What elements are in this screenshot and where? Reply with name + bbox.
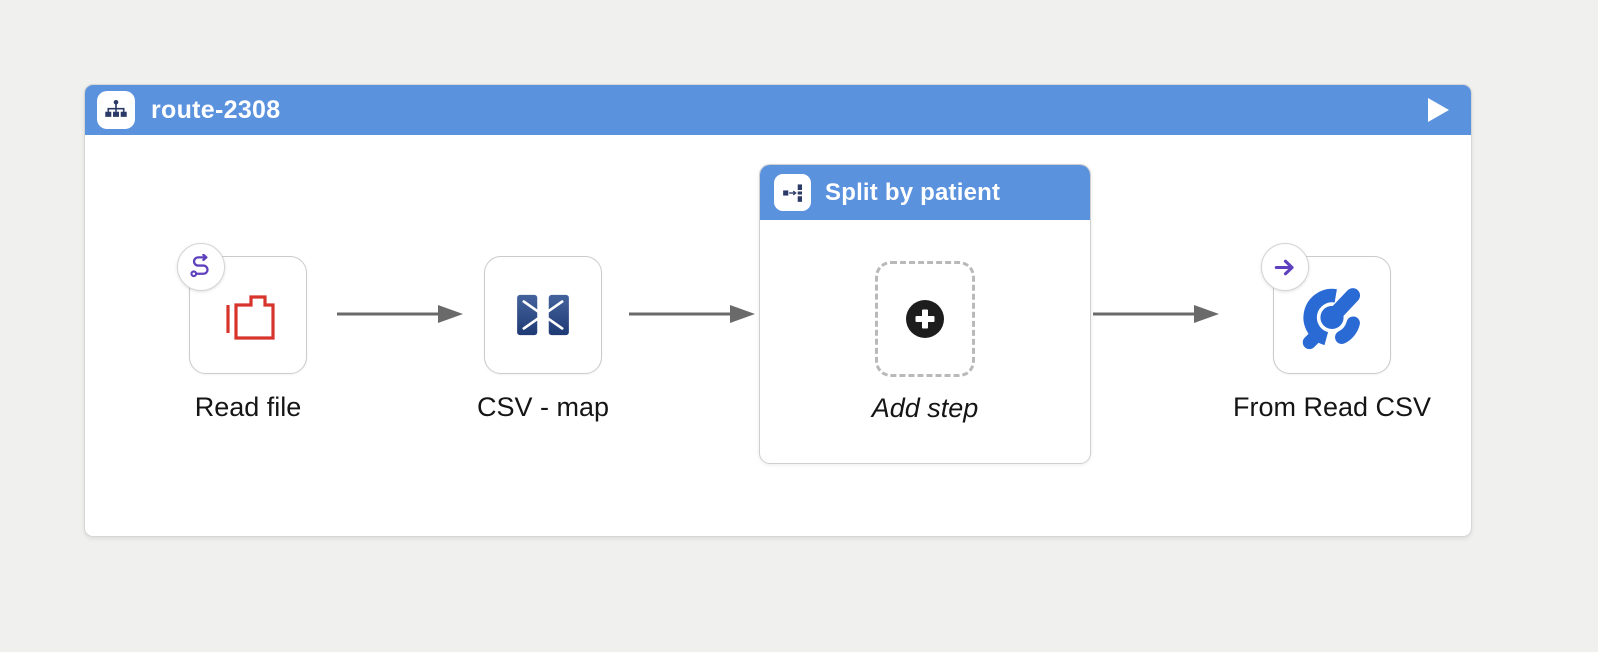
folder-open-icon bbox=[216, 283, 280, 347]
route-canvas: Read file bbox=[85, 135, 1471, 537]
node-read-file-box[interactable] bbox=[177, 243, 307, 374]
sitemap-icon bbox=[97, 91, 135, 129]
flow-arrow bbox=[1093, 305, 1219, 323]
gauge-icon bbox=[1293, 276, 1371, 354]
route-group: route-2308 bbox=[84, 84, 1472, 537]
node-read-file: Read file bbox=[177, 243, 307, 422]
split-group: Split by patient Add step bbox=[759, 164, 1091, 464]
node-label: From Read CSV bbox=[1232, 392, 1432, 422]
play-button[interactable] bbox=[1425, 96, 1451, 124]
split-title: Split by patient bbox=[825, 178, 1001, 206]
node-csv-map-box[interactable] bbox=[484, 256, 602, 374]
node-label: CSV - map bbox=[476, 392, 610, 422]
node-from-read-csv: From Read CSV bbox=[1233, 243, 1431, 422]
route-title: route-2308 bbox=[151, 95, 281, 124]
route-header[interactable]: route-2308 bbox=[85, 85, 1471, 135]
add-step-label: Add step bbox=[871, 393, 979, 423]
flow-arrow bbox=[337, 305, 463, 323]
play-icon bbox=[1425, 96, 1451, 124]
arrow-right-icon bbox=[1261, 243, 1309, 291]
flow-arrow bbox=[629, 305, 755, 323]
node-label: Read file bbox=[194, 392, 302, 422]
add-step-button[interactable] bbox=[875, 261, 975, 377]
data-mapper-icon bbox=[514, 292, 572, 338]
node-csv-map: CSV - map bbox=[477, 256, 609, 422]
plus-circle-icon bbox=[905, 299, 945, 339]
node-from-read-csv-box[interactable] bbox=[1261, 243, 1391, 374]
split-icon bbox=[774, 174, 811, 211]
split-header[interactable]: Split by patient bbox=[760, 165, 1090, 220]
s-curve-arrow-icon bbox=[177, 243, 225, 291]
